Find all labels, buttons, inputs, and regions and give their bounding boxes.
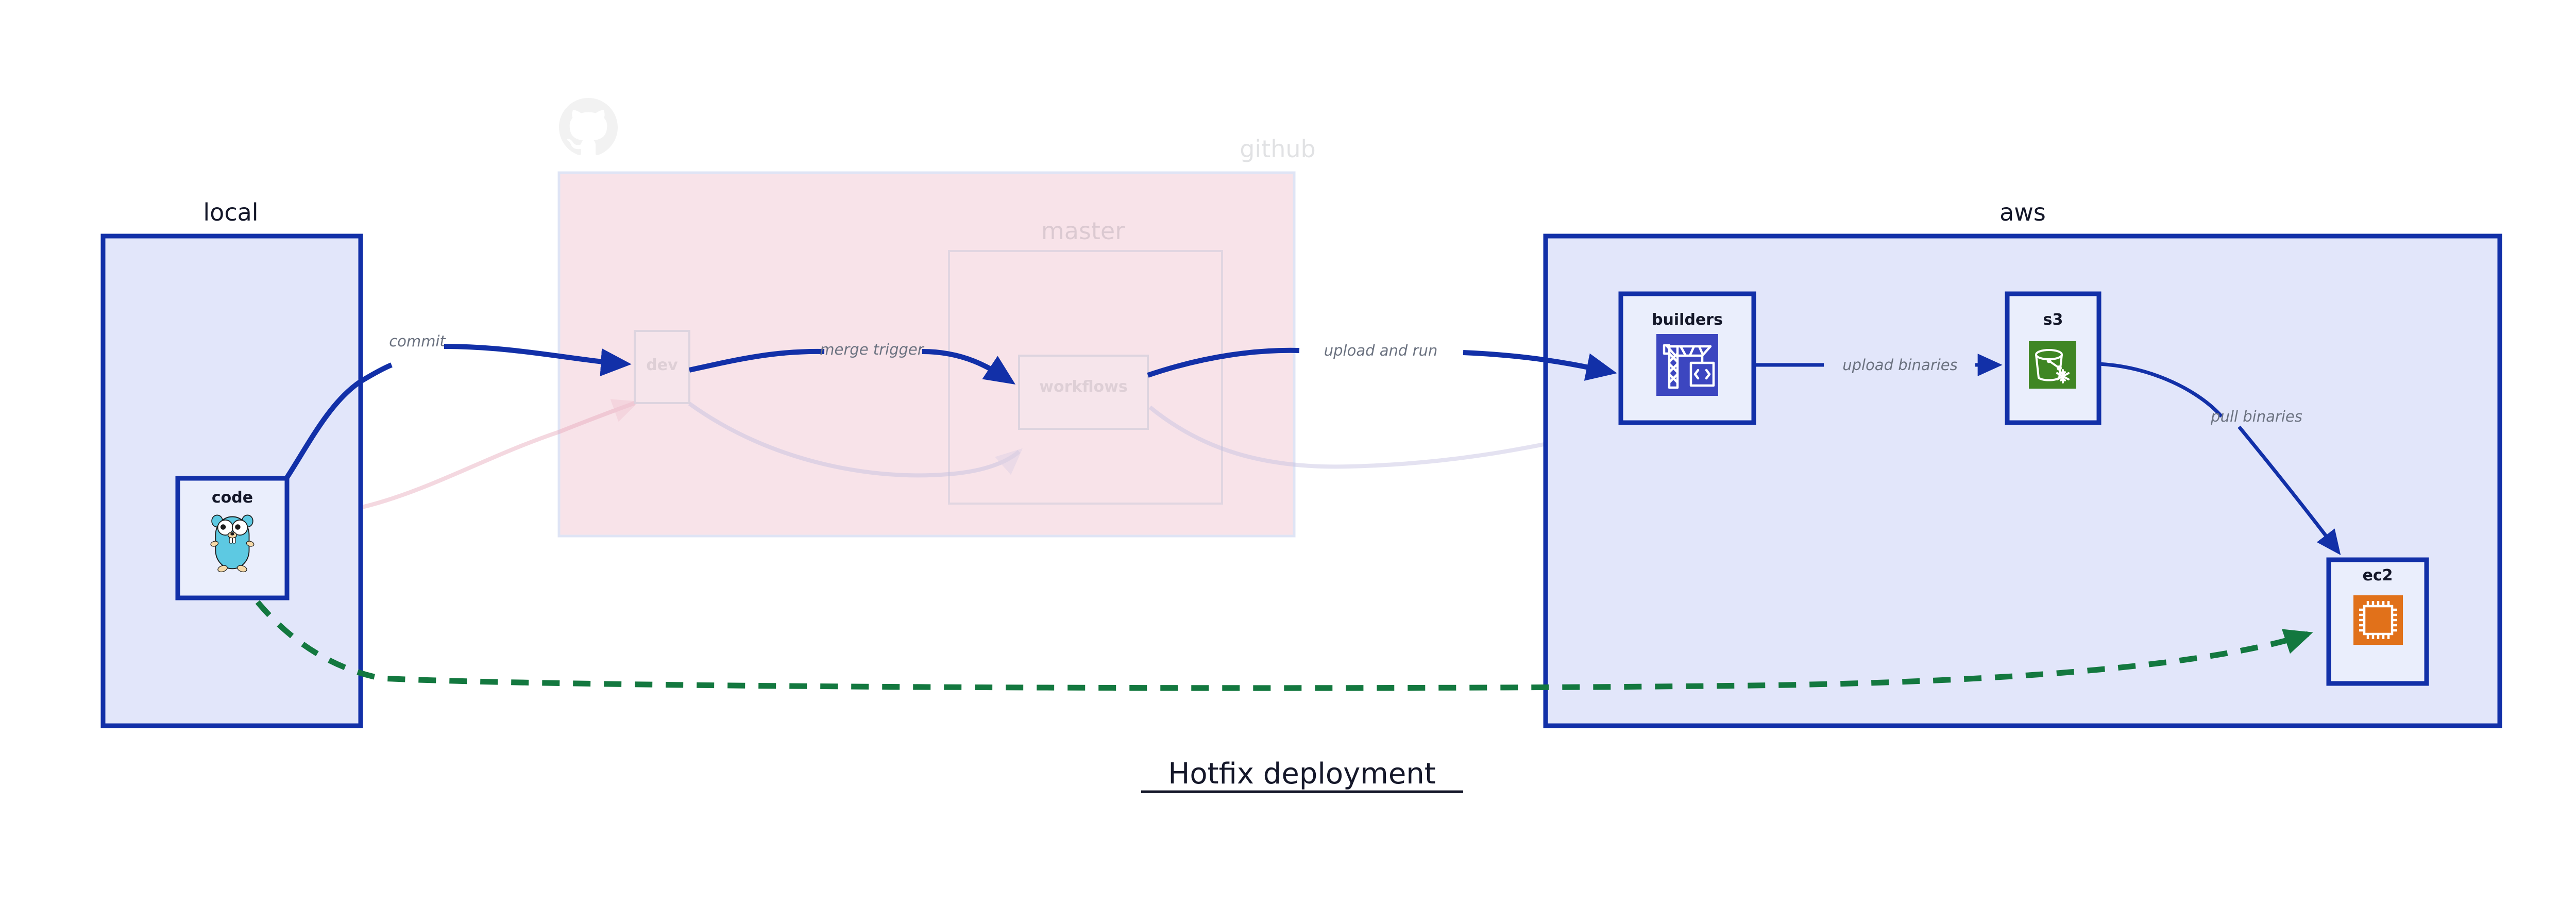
- edge-merge-line-a: [688, 348, 825, 373]
- node-s3-label: s3: [2043, 311, 2063, 329]
- edge-hotfix-path[interactable]: [255, 600, 2313, 691]
- aws-ec2-chip-icon: [2353, 595, 2403, 645]
- node-builders-label: builders: [1652, 311, 1723, 329]
- edge-upload-binaries[interactable]: upload binaries: [1754, 354, 2003, 376]
- group-aws[interactable]: aws builders: [1543, 198, 2502, 728]
- page-title: Hotfix deployment: [1141, 757, 1463, 793]
- go-gopher-icon: [210, 514, 255, 573]
- aws-crane-icon: [1656, 334, 1718, 396]
- node-s3[interactable]: s3: [2005, 291, 2102, 425]
- group-local-label: local: [203, 198, 258, 226]
- edge-upload-and-run[interactable]: upload and run: [1147, 342, 1617, 381]
- edge-pull-binaries-line-b: [2238, 425, 2341, 555]
- node-workflows[interactable]: workflows: [1018, 355, 1149, 430]
- group-github[interactable]: github master dev workflows: [288, 98, 1587, 538]
- github-octocat-icon: [559, 98, 618, 156]
- edge-faded-dev-workflows: [688, 402, 1023, 478]
- node-builders-box: [1618, 291, 1756, 425]
- edge-faded-workflows-builders: [1148, 405, 1587, 469]
- node-code-label: code: [212, 489, 253, 507]
- node-dev[interactable]: dev: [634, 330, 690, 404]
- edge-commit-label: commit: [389, 332, 446, 350]
- page-title-text: Hotfix deployment: [1168, 757, 1436, 791]
- edge-merge-trigger[interactable]: merge trigger: [688, 341, 1016, 385]
- group-master-panel: [948, 250, 1223, 505]
- group-github-label: github: [1240, 135, 1316, 163]
- node-dev-label: dev: [646, 356, 678, 374]
- node-builders[interactable]: builders: [1618, 291, 1756, 425]
- aws-s3-icon: [2029, 341, 2076, 389]
- node-ec2-label: ec2: [2362, 566, 2393, 584]
- node-dev-box: [634, 330, 690, 404]
- edge-commit-line-a: [284, 362, 393, 480]
- node-ec2[interactable]: ec2: [2326, 557, 2429, 686]
- edge-upload-run-line-b: [1463, 350, 1617, 381]
- node-workflows-box: [1018, 355, 1149, 430]
- edge-merge-line-b: [922, 349, 1016, 385]
- group-local[interactable]: local code: [100, 198, 363, 728]
- edge-upload-binaries-label: upload binaries: [1842, 356, 1958, 374]
- edge-commit[interactable]: commit: [284, 332, 632, 480]
- edge-upload-and-run-label: upload and run: [1324, 342, 1437, 359]
- edge-commit-line-b: [444, 344, 632, 376]
- group-master-label: master: [1041, 217, 1125, 245]
- group-master[interactable]: master: [948, 217, 1223, 505]
- node-code[interactable]: code: [175, 476, 290, 600]
- edge-merge-trigger-label: merge trigger: [820, 341, 924, 358]
- edge-pull-binaries-label: pull binaries: [2210, 408, 2302, 425]
- node-workflows-label: workflows: [1039, 378, 1128, 396]
- edge-hotfix-path-line: [255, 600, 2313, 691]
- edge-upload-run-line-a: [1147, 347, 1300, 378]
- edge-pull-binaries-line-a: [2098, 362, 2223, 418]
- edge-pull-binaries[interactable]: pull binaries: [2098, 362, 2341, 555]
- group-aws-label: aws: [1999, 198, 2046, 226]
